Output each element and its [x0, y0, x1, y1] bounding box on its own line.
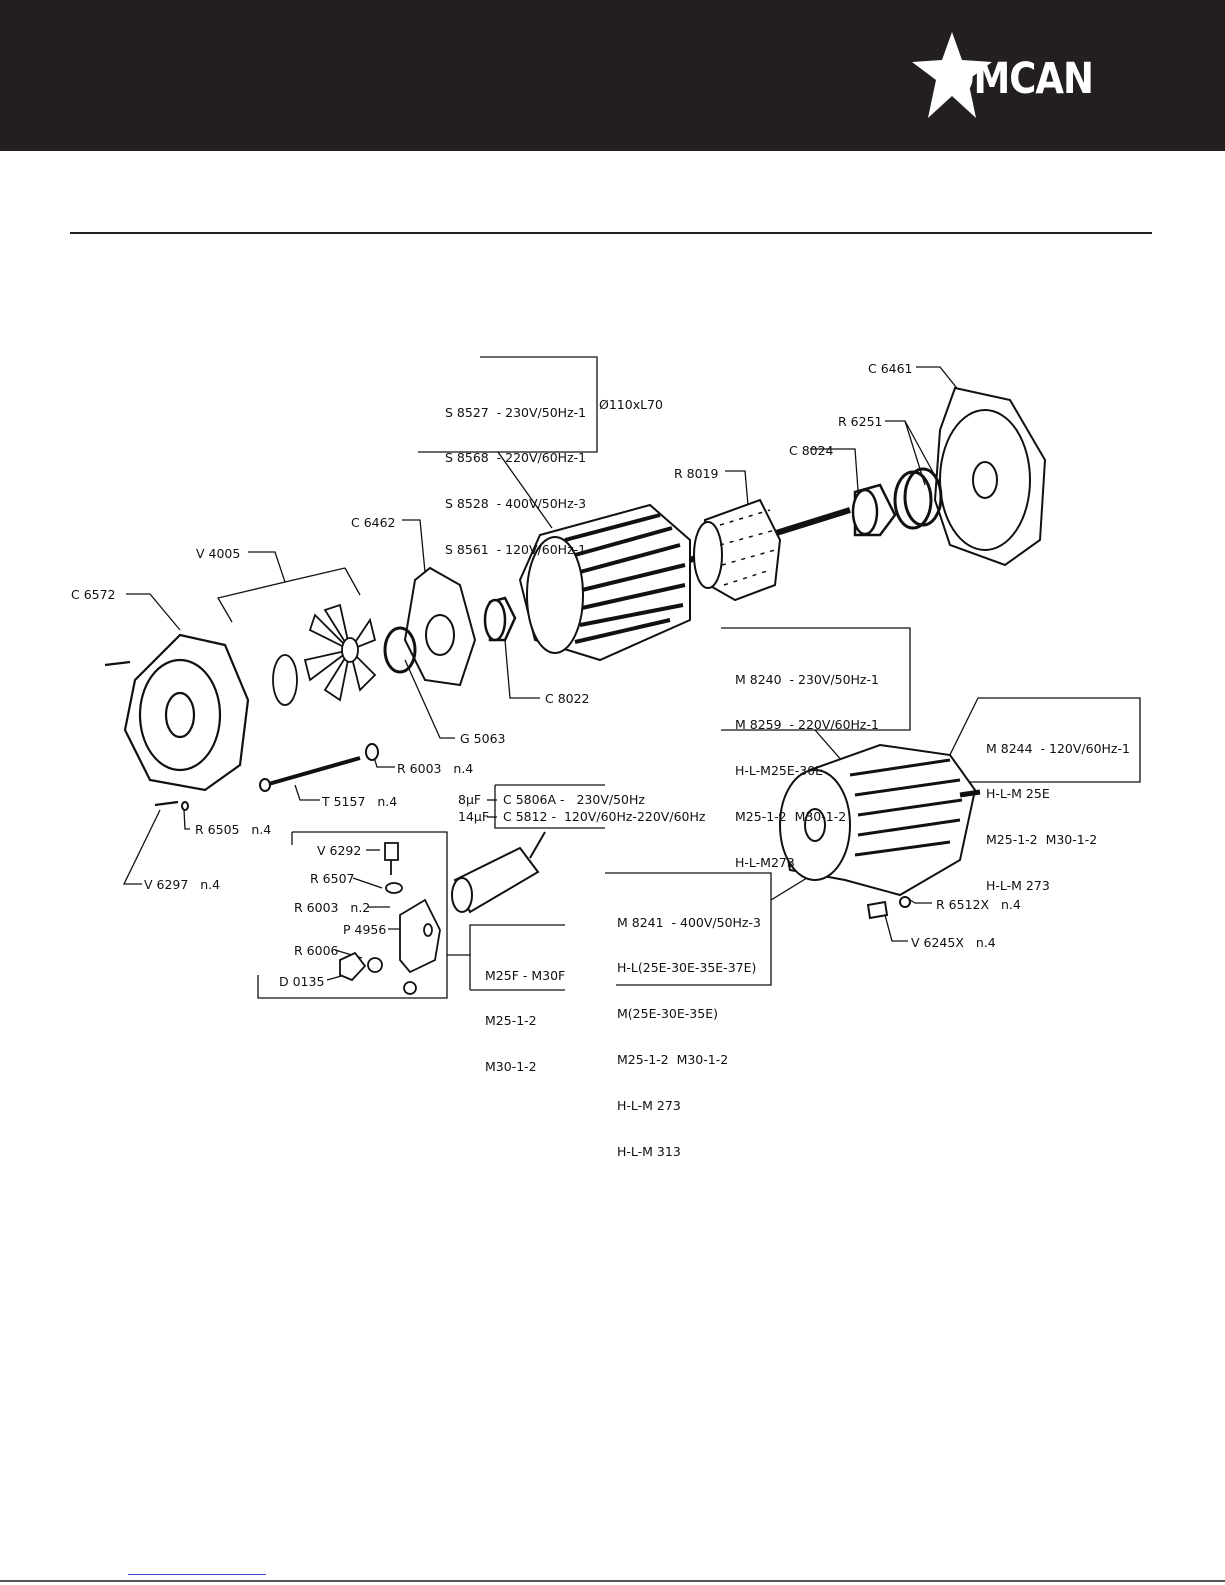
label-r8019: R 8019 [674, 466, 719, 481]
motor-m8240-line-4: M25-1-2 M30-1-2 [735, 809, 847, 825]
label-r6505: R 6505 n.4 [195, 822, 272, 837]
stator-line-2: S 8568 - 220V/60Hz-1 [445, 450, 587, 466]
motor-m8244-group: M 8244 - 120V/60Hz-1 H-L-M 25E M25-1-2 M… [986, 710, 1130, 909]
label-v6297: V 6297 n.4 [144, 877, 221, 892]
motor-m8241-line-6: H-L-M 313 [617, 1144, 681, 1160]
motor-m8240-line-3: H-L-M25E-30E [735, 763, 824, 779]
label-t5157: T 5157 n.4 [322, 794, 398, 809]
label-r6003-n4: R 6003 n.4 [397, 761, 474, 776]
motor-m8244-line-1: M 8244 - 120V/60Hz-1 [986, 740, 1130, 756]
label-v6292: V 6292 [317, 843, 362, 858]
label-d0135: D 0135 [279, 974, 325, 989]
label-c8024: C 8024 [789, 443, 834, 458]
motor-m8241-line-5: H-L-M 273 [617, 1098, 681, 1114]
motor-m8244-line-4: H-L-M 273 [986, 878, 1050, 894]
bracket-models: M25F - M30F M25-1-2 M30-1-2 [485, 937, 565, 1090]
motor-m8240-group: M 8240 - 230V/50Hz-1 M 8259 - 220V/60Hz-… [735, 641, 879, 886]
motor-m8244-line-3: M25-1-2 M30-1-2 [986, 832, 1098, 848]
header-band: OMCAN [0, 0, 1225, 151]
capacitor-line-1: C 5806A - 230V/50Hz [503, 792, 645, 807]
motor-m8244-line-2: H-L-M 25E [986, 786, 1050, 802]
stator-line-1: S 8527 - 230V/50Hz-1 [445, 404, 587, 420]
capacitor-line-2: C 5812 - 120V/60Hz-220V/60Hz [503, 809, 706, 824]
stator-models: S 8527 - 230V/50Hz-1 S 8568 - 220V/60Hz-… [445, 374, 586, 573]
brand-name: OMCAN [943, 53, 1094, 104]
label-c8022: C 8022 [545, 691, 590, 706]
motor-m8240-line-2: M 8259 - 220V/60Hz-1 [735, 717, 879, 733]
motor-m8241-line-3: M(25E-30E-35E) [617, 1006, 718, 1022]
label-r6251: R 6251 [838, 414, 883, 429]
bracket-model-2: M25-1-2 [485, 1013, 537, 1029]
bracket-model-1: M25F - M30F [485, 967, 566, 983]
title-rule [70, 232, 1152, 234]
capacitor-rating-2: 14μF [458, 809, 490, 824]
stator-dimension: Ø110xL70 [599, 397, 663, 412]
motor-m8241-group: M 8241 - 400V/50Hz-3 H-L(25E-30E-35E-37E… [617, 884, 761, 1175]
label-c6572: C 6572 [71, 587, 116, 602]
label-r6006: R 6006 [294, 943, 339, 958]
label-g5063: G 5063 [460, 731, 506, 746]
stator-line-3: S 8528 - 400V/50Hz-3 [445, 496, 587, 512]
bracket-model-3: M30-1-2 [485, 1059, 537, 1075]
label-r6512x: R 6512X n.4 [936, 897, 1021, 912]
motor-m8241-line-1: M 8241 - 400V/50Hz-3 [617, 914, 761, 930]
label-r6003-n2: R 6003 n.2 [294, 900, 371, 915]
label-v6245x: V 6245X n.4 [911, 935, 996, 950]
label-c6461: C 6461 [868, 361, 913, 376]
label-p4956: P 4956 [343, 922, 387, 937]
exploded-motor-diagram [104, 356, 1141, 999]
label-r6507: R 6507 [310, 871, 355, 886]
capacitor-rating-1: 8μF [458, 792, 482, 807]
label-v4005: V 4005 [196, 546, 241, 561]
stator-line-4: S 8561 - 120V/60Hz-1 [445, 542, 587, 558]
footer-rule [0, 1580, 1225, 1582]
footer-link-underline[interactable] [128, 1574, 266, 1575]
motor-m8240-line-5: H-L-M273 [735, 855, 795, 871]
motor-m8241-line-4: M25-1-2 M30-1-2 [617, 1052, 729, 1068]
motor-m8241-line-2: H-L(25E-30E-35E-37E) [617, 960, 757, 976]
motor-m8240-line-1: M 8240 - 230V/50Hz-1 [735, 671, 879, 687]
omcan-star-logo [912, 32, 992, 118]
label-c6462: C 6462 [351, 515, 396, 530]
